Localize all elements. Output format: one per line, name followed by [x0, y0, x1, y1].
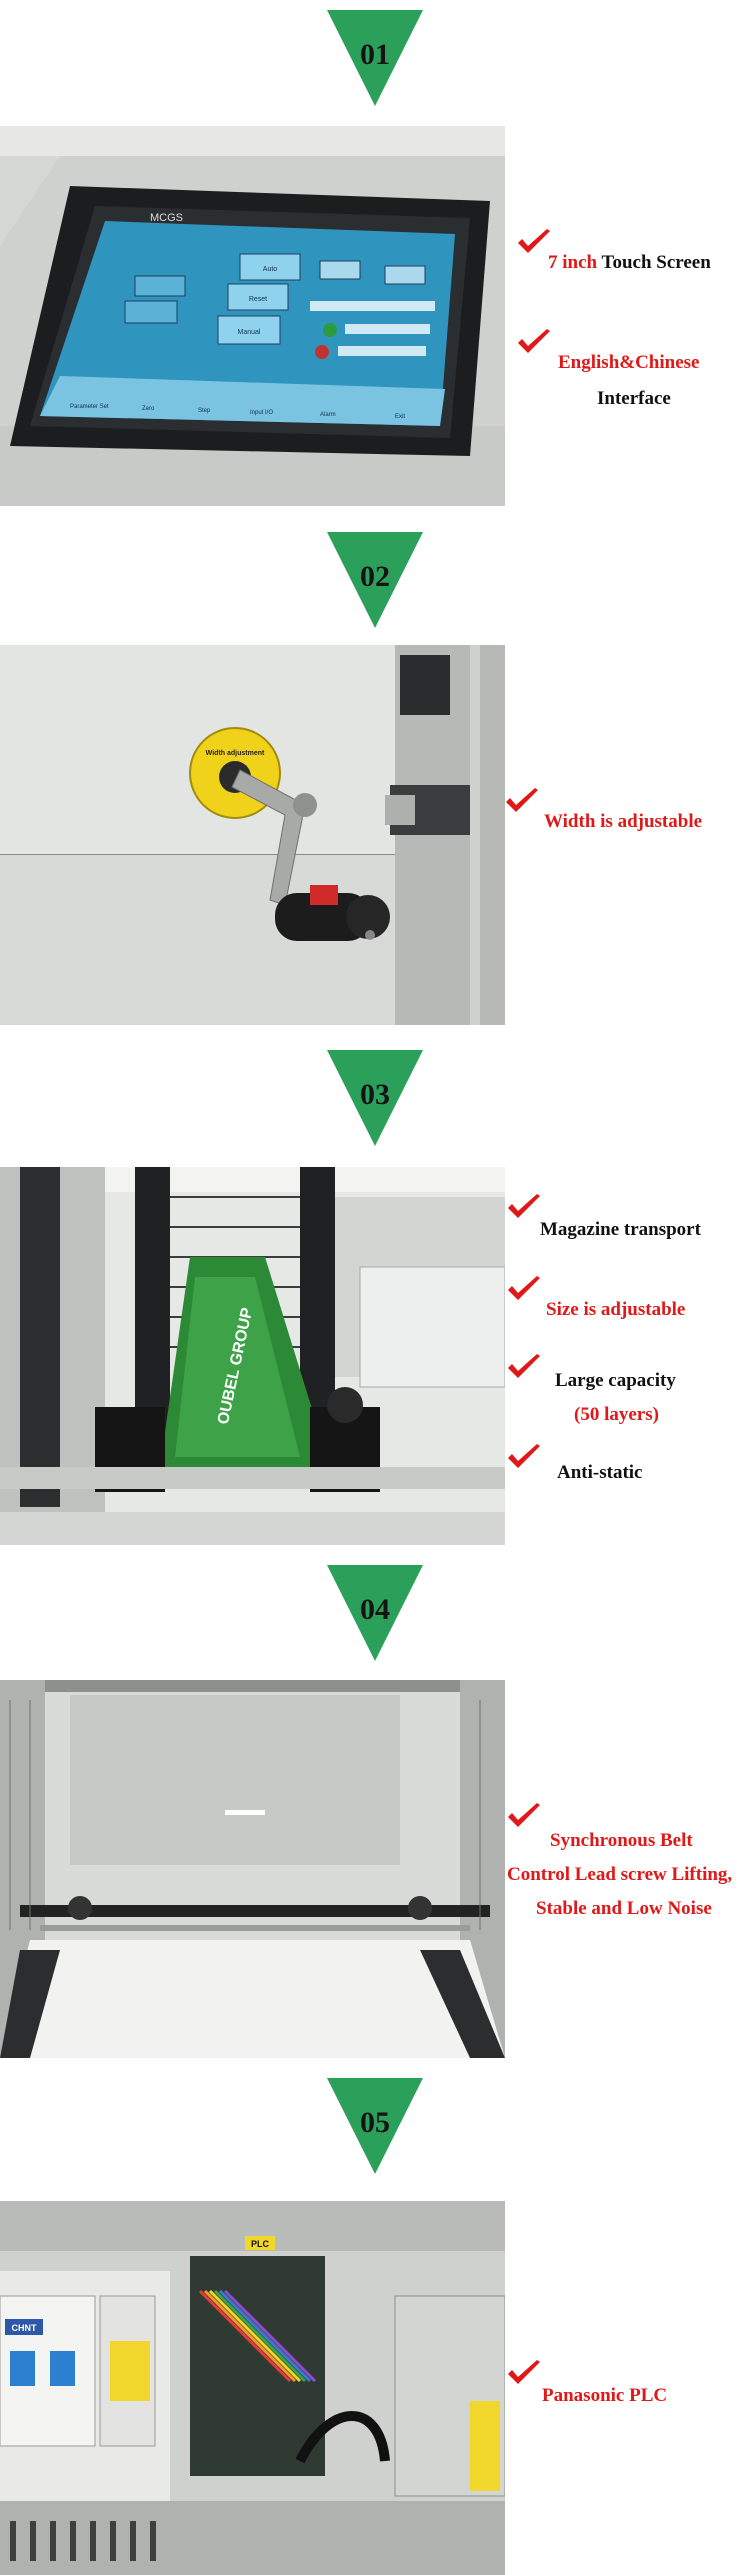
- breaker-brand: CHNT: [12, 2323, 37, 2333]
- section-number: 05: [360, 2106, 390, 2139]
- feature-language: English&Chinese: [558, 352, 700, 373]
- red-check-icon: [508, 1276, 540, 1300]
- green-triangle-icon: 03: [327, 1050, 423, 1146]
- feature-section-05: 05 CHNT PLC: [0, 2063, 750, 2575]
- feature-section-02: 02 Width adjustment Width is adjustable: [0, 515, 750, 1035]
- red-check-icon: [508, 1803, 540, 1827]
- crank-sticker-text: Width adjustment: [206, 750, 265, 757]
- screen-button-reset: Reset: [249, 296, 267, 303]
- red-check-icon: [508, 1194, 540, 1218]
- section-number-badge: 04: [327, 1565, 423, 1661]
- section-number-badge: 05: [327, 2078, 423, 2174]
- red-check-icon: [508, 1444, 540, 1468]
- feature-large-capacity: Large capacity: [555, 1370, 676, 1391]
- screen-button-auto: Auto: [263, 266, 278, 273]
- product-photo-width-crank: Width adjustment: [0, 645, 505, 1025]
- product-photo-plc-cabinet: CHNT PLC: [0, 2201, 505, 2575]
- screen-tab-parameter: Parameter Set: [70, 404, 109, 410]
- feature-section-01: 01 MCGS Auto Reset Manual: [0, 0, 750, 515]
- feature-width-adjustable: Width is adjustable: [544, 811, 703, 832]
- section-number-badge: 02: [327, 532, 423, 628]
- green-triangle-icon: 02: [327, 532, 423, 628]
- feature-magazine-transport: Magazine transport: [540, 1219, 701, 1240]
- feature-panasonic-plc: Panasonic PLC: [542, 2385, 668, 2406]
- feature-size-adjustable: Size is adjustable: [546, 1299, 686, 1320]
- feature-interface: Interface: [597, 388, 671, 409]
- feature-low-noise: Stable and Low Noise: [536, 1898, 712, 1919]
- screen-tab-exit: Exit: [395, 414, 405, 420]
- screen-tab-input: Input I/O: [250, 410, 273, 416]
- red-check-icon: [506, 788, 538, 812]
- feature-synchronous-belt: Synchronous Belt: [550, 1830, 693, 1851]
- screen-brand: MCGS: [150, 212, 183, 224]
- green-triangle-icon: 05: [327, 2078, 423, 2174]
- product-photo-belt-lifting: [0, 1680, 505, 2058]
- red-check-icon: [518, 329, 550, 353]
- screen-tab-zero: Zero: [142, 406, 155, 412]
- section-number-badge: 01: [327, 10, 423, 106]
- section-number: 02: [360, 560, 390, 593]
- feature-section-03: 03 OUBEL GROUP: [0, 1035, 750, 1550]
- product-photo-touch-screen: MCGS Auto Reset Manual Parameter Set Zer…: [0, 126, 505, 506]
- section-number: 04: [360, 1593, 390, 1626]
- feature-anti-static: Anti-static: [557, 1462, 643, 1483]
- screen-tab-alarm: Alarm: [320, 412, 336, 418]
- green-triangle-icon: 04: [327, 1565, 423, 1661]
- plc-label: PLC: [251, 2239, 270, 2249]
- red-check-icon: [518, 229, 550, 253]
- screen-button-manual: Manual: [238, 329, 261, 336]
- feature-lead-screw: Control Lead screw Lifting,: [507, 1864, 733, 1885]
- feature-section-04: 04 Synchronous Belt Control Lead screw L…: [0, 1550, 750, 2063]
- feature-touch-screen: 7 inch Touch Screen: [548, 252, 711, 273]
- feature-capacity-layers: (50 layers): [574, 1404, 659, 1425]
- green-triangle-icon: 01: [327, 10, 423, 106]
- screen-tab-step: Step: [198, 408, 211, 414]
- section-number: 01: [360, 38, 390, 71]
- product-photo-magazine: OUBEL GROUP: [0, 1167, 505, 1545]
- section-number: 03: [360, 1078, 390, 1111]
- red-check-icon: [508, 2360, 540, 2384]
- red-check-icon: [508, 1354, 540, 1378]
- section-number-badge: 03: [327, 1050, 423, 1146]
